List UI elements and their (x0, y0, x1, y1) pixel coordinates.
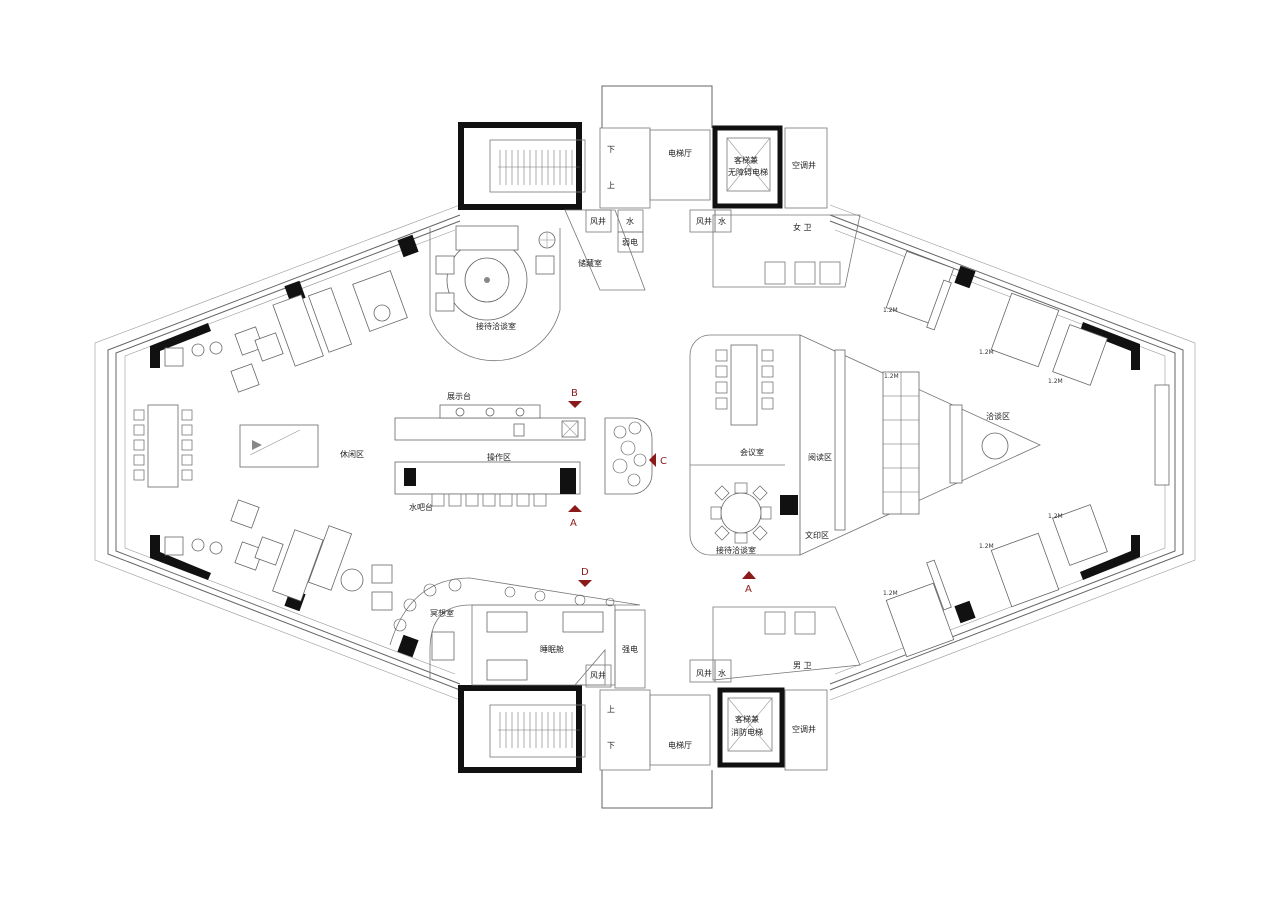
elevator-bottom-line2: 消防电梯 (731, 727, 763, 737)
ac-shaft-bottom-label: 空调井 (792, 724, 816, 734)
mens-wc-label: 男 卫 (793, 661, 812, 670)
meeting-area (689, 334, 1041, 556)
workstations (885, 250, 1170, 658)
marker-a-right: A (745, 584, 752, 595)
section-markers: B A C A D (568, 388, 756, 595)
meditation-room (389, 577, 641, 680)
wind-shaft-br-label: 风井 (696, 668, 712, 678)
stair-down-top-label: 下 (607, 145, 615, 154)
wind-shaft-bl-label: 风井 (590, 670, 606, 680)
elevator-top-line2: 无障碍电梯 (728, 167, 768, 177)
womens-wc-label: 女 卫 (793, 222, 812, 232)
marker-c-arrow (649, 453, 656, 467)
marker-a-left: A (570, 518, 577, 529)
weak-elec-label: 弱电 (622, 237, 638, 247)
water-tl-label: 水 (626, 216, 634, 226)
marker-d-arrow (578, 580, 592, 587)
wind-shaft-tr-label: 风井 (696, 216, 712, 226)
desk-width-5: 1.2M (1048, 513, 1063, 520)
marker-a-right-arrow (742, 571, 756, 579)
reception-mid-label: 接待洽谈室 (716, 545, 756, 555)
desk-width-1: 1.2M (884, 373, 899, 380)
marker-d: D (581, 567, 589, 578)
meeting-label: 会议室 (740, 447, 764, 457)
room-labels: 下 上 电梯厅 客梯兼 无障碍电梯 空调井 风井 水 弱电 储藏室 风井 水 女… (340, 145, 1063, 750)
elevator-hall-top-label: 电梯厅 (668, 148, 692, 158)
reception-top-label: 接待洽谈室 (476, 321, 516, 331)
top-core (458, 85, 861, 291)
elevator-top-line1: 客梯兼 (734, 155, 758, 165)
strong-elec-label: 强电 (622, 644, 638, 654)
bottom-core (458, 604, 861, 809)
desk-width-2: 1.2M (883, 307, 898, 314)
operation-label: 操作区 (487, 452, 511, 462)
ac-shaft-top-label: 空调井 (792, 160, 816, 170)
stair-up-bottom-label: 上 (607, 705, 615, 714)
desk-width-3: 1.2M (979, 349, 994, 356)
central-bar (394, 404, 653, 507)
water-bar-label: 水吧台 (409, 502, 433, 512)
stair-up-top-label: 上 (607, 181, 615, 190)
display-label: 展示台 (447, 391, 471, 401)
marker-b: B (571, 388, 578, 399)
stair-down-bottom-label: 下 (607, 741, 615, 750)
discussion-label: 洽谈区 (986, 411, 1010, 421)
reading-label: 阅读区 (808, 452, 832, 462)
desk-width-6: 1.2M (979, 543, 994, 550)
sleep-pods-label: 睡眠舱 (540, 644, 564, 654)
reception-top-room (429, 225, 561, 362)
storage-label: 储藏室 (578, 258, 602, 268)
wind-shaft-tl-label: 风井 (590, 216, 606, 226)
marker-a-left-arrow (568, 505, 582, 512)
lounge-label: 休闲区 (340, 449, 364, 459)
desk-width-4: 1.2M (1048, 378, 1063, 385)
print-label: 文印区 (805, 530, 829, 540)
water-tr-label: 水 (718, 216, 726, 226)
marker-c: C (660, 456, 667, 467)
meditation-label: 冥想室 (430, 608, 454, 618)
lounge-furniture (133, 270, 408, 611)
elevator-hall-bottom-label: 电梯厅 (668, 740, 692, 750)
desk-width-7: 1.2M (883, 590, 898, 597)
water-br-label: 水 (718, 668, 726, 678)
marker-b-arrow (568, 401, 582, 408)
elevator-bottom-line1: 客梯兼 (735, 714, 759, 724)
